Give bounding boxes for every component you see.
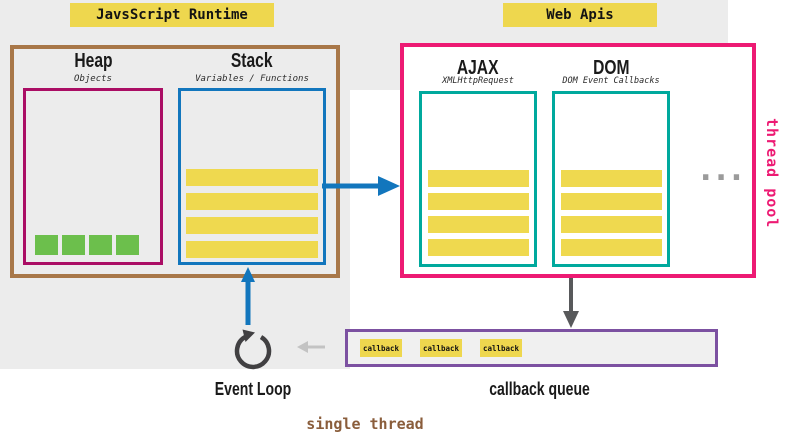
stack-title: Stack [231,50,273,72]
loop-to-stack-arrow-icon [241,267,255,325]
heap-box [23,88,163,265]
stack-frame-bar [186,169,318,186]
heap-subtitle: Objects [74,74,112,84]
stack-frame-bar [186,193,318,210]
dom-subtitle: DOM Event Callbacks [562,76,660,86]
callback-queue-box [345,329,718,367]
heap-title: Heap [73,50,113,72]
ajax-subtitle: XMLHttpRequest [442,76,514,86]
event-loop-cycle-icon [234,329,272,370]
event-loop-label: Event Loop [214,379,292,399]
dom-task-bar [561,216,662,233]
stack-subtitle: Variables / Functions [195,74,309,84]
dom-task-bar [561,170,662,187]
stack-frame-bar [186,217,318,234]
dom-title: DOM [592,57,630,79]
single-thread-label: single thread [306,415,424,433]
heap-object-square [116,235,139,255]
stack-to-webapis-arrow-icon [322,176,400,196]
queue-to-loop-arrow-icon [297,341,325,353]
heap-object-square [62,235,85,255]
ajax-task-bar [428,216,529,233]
heap-object-square [35,235,58,255]
callback-queue-label: callback queue [489,379,591,399]
javascript-runtime-banner: JavsScript Runtime [70,3,274,27]
callback-chip: callback [360,339,402,357]
ajax-task-bar [428,239,529,256]
ajax-tasks [428,170,529,256]
webapis-to-queue-arrow-icon [563,278,579,328]
javascript-runtime-banner-label: JavsScript Runtime [96,7,248,23]
thread-pool-label: thread pool [763,118,781,229]
more-apis-ellipsis-icon: ... [700,153,747,188]
dom-tasks [561,170,662,256]
stack-frame-bar [186,241,318,258]
ajax-task-bar [428,170,529,187]
ajax-title: AJAX [457,57,499,79]
callback-chip: callback [420,339,462,357]
stack-frames [186,169,318,258]
web-apis-banner-label: Web Apis [546,7,614,23]
heap-object-square [89,235,112,255]
dom-task-bar [561,193,662,210]
stack-box [178,88,326,265]
web-apis-banner: Web Apis [503,3,657,27]
dom-task-bar [561,239,662,256]
heap-objects [35,235,139,255]
callback-chip: callback [480,339,522,357]
ajax-task-bar [428,193,529,210]
runtime-box [10,45,340,278]
